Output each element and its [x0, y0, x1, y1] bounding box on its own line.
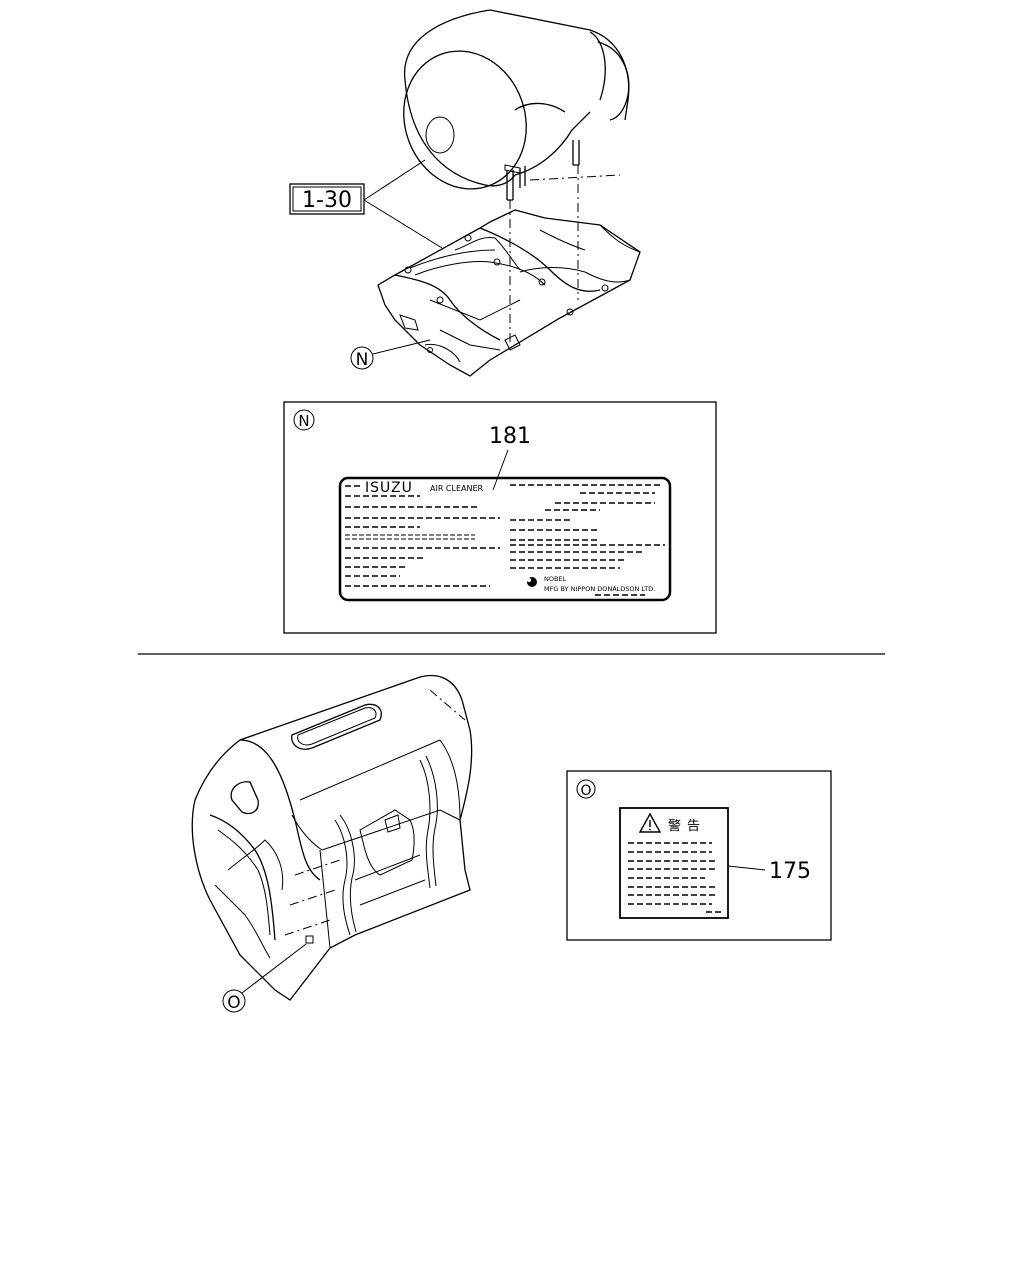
detail-n-letter: N: [298, 412, 309, 430]
air-cleaner-assembly: [403, 9, 630, 345]
mounting-bracket: [377, 209, 641, 377]
marker-n-callout: N: [350, 339, 431, 370]
marker-n-text: N: [356, 350, 369, 370]
marker-o-callout: O: [222, 943, 307, 1013]
air-cleaner-label: ISUZU AIR CLEANER: [338, 476, 672, 602]
warning-label: 警告: [619, 807, 729, 919]
detail-o-letter: O: [580, 783, 591, 799]
warning-triangle-icon: [638, 812, 662, 833]
engine-cover: [191, 675, 473, 1001]
label-product: AIR CLEANER: [430, 484, 484, 493]
detail-n-panel: N 181 ISUZU AIR CLEANER: [283, 401, 717, 634]
reference-text-1-30: 1-30: [302, 188, 352, 213]
part-number-181: 181: [489, 424, 531, 449]
detail-o-panel: O 警告 175: [566, 770, 832, 941]
warning-title: 警告: [668, 818, 706, 834]
circled-letter-icon: [350, 346, 374, 370]
label-footer-line2: MFG BY NIPPON DONALDSON LTD.: [544, 585, 655, 593]
circled-letter-icon: [222, 989, 246, 1013]
circled-letter-icon: [293, 409, 315, 431]
reference-callout-1-30: 1-30: [289, 159, 443, 249]
label-brand: ISUZU: [365, 480, 413, 496]
label-text-lines: [345, 484, 665, 596]
label-footer-line1: NOBEL: [544, 575, 567, 583]
manufacturer-logo-icon: [527, 577, 537, 587]
warning-text-lines: [628, 842, 722, 913]
marker-o-text: O: [227, 993, 240, 1013]
part-number-175: 175: [769, 859, 811, 884]
circled-letter-icon: [576, 779, 596, 799]
